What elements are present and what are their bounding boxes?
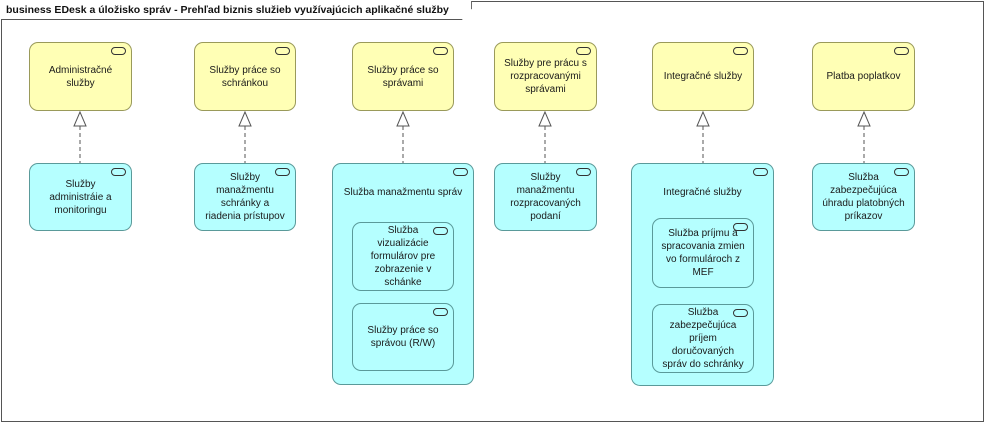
service-icon: [576, 168, 591, 176]
node-label: Služby práce so správou (R/W): [367, 325, 439, 349]
service-icon: [576, 47, 591, 55]
business-service-rozpracovane[interactable]: Služby pre prácu s rozpracovanými správa…: [494, 42, 597, 111]
service-icon: [894, 47, 909, 55]
node-label: Služby práce so správami: [367, 64, 439, 89]
business-service-spravy[interactable]: Služby práce so správami: [352, 42, 454, 111]
service-icon: [733, 223, 748, 231]
node-label: Služba zabezpečujúca úhradu platobných p…: [822, 172, 905, 222]
service-icon: [275, 47, 290, 55]
service-icon: [733, 309, 748, 317]
node-label: Služby manažmentu rozpracovaných podaní: [510, 172, 581, 222]
service-icon: [433, 308, 448, 316]
business-service-integracne[interactable]: Integračné služby: [652, 42, 754, 111]
app-service-vizualizacia[interactable]: Služba vizualizácie formulárov pre zobra…: [352, 222, 454, 291]
node-label: Služby manažmentu schránky a riadenia pr…: [205, 172, 285, 222]
node-label: Integračné služby: [663, 71, 743, 82]
node-label: Služby administráie a monitoringu: [49, 178, 112, 216]
node-label: Služba príjmu a spracovania zmien vo for…: [661, 228, 745, 278]
service-icon: [753, 168, 768, 176]
node-label: Služba manažmentu správ: [343, 187, 463, 198]
service-icon: [111, 168, 126, 176]
app-service-rozpracovane[interactable]: Služby manažmentu rozpracovaných podaní: [494, 163, 597, 231]
realization-arrow-icon: [396, 110, 410, 127]
diagram-title: business EDesk a úložisko správ - Prehľa…: [1, 1, 472, 20]
service-icon: [733, 47, 748, 55]
business-service-schranka[interactable]: Služby práce so schránkou: [194, 42, 296, 111]
node-label: Administračné služby: [48, 64, 113, 89]
service-icon: [433, 47, 448, 55]
node-label: Služba vizualizácie formulárov pre zobra…: [370, 225, 436, 288]
service-icon: [275, 168, 290, 176]
node-label: Služba zabezpečujúca príjem doručovaných…: [662, 307, 744, 370]
realization-arrow-icon: [696, 110, 710, 127]
app-service-praca-so-spravou[interactable]: Služby práce so správou (R/W): [352, 303, 454, 371]
app-service-prijem-sprav[interactable]: Služba zabezpečujúca príjem doručovaných…: [652, 304, 754, 373]
node-label: Služby práce so schránkou: [209, 64, 281, 89]
realization-arrow-icon: [538, 110, 552, 127]
realization-arrow-icon: [73, 110, 87, 127]
service-icon: [111, 47, 126, 55]
app-service-platba[interactable]: Služba zabezpečujúca úhradu platobných p…: [812, 163, 915, 231]
node-label: Služby pre prácu s rozpracovanými správa…: [504, 58, 587, 95]
app-service-administracia[interactable]: Služby administráie a monitoringu: [29, 163, 132, 231]
realization-arrow-icon: [857, 110, 871, 127]
service-icon: [894, 168, 909, 176]
app-service-prijem-mef[interactable]: Služba príjmu a spracovania zmien vo for…: [652, 218, 754, 288]
node-label: Integračné služby: [663, 187, 742, 198]
node-label: Platba poplatkov: [826, 71, 901, 82]
service-icon: [433, 227, 448, 235]
realization-arrow-icon: [238, 110, 252, 127]
app-service-schranka[interactable]: Služby manažmentu schránky a riadenia pr…: [194, 163, 296, 231]
service-icon: [453, 168, 468, 176]
business-service-administracne[interactable]: Administračné služby: [29, 42, 132, 111]
business-service-platba[interactable]: Platba poplatkov: [812, 42, 915, 111]
